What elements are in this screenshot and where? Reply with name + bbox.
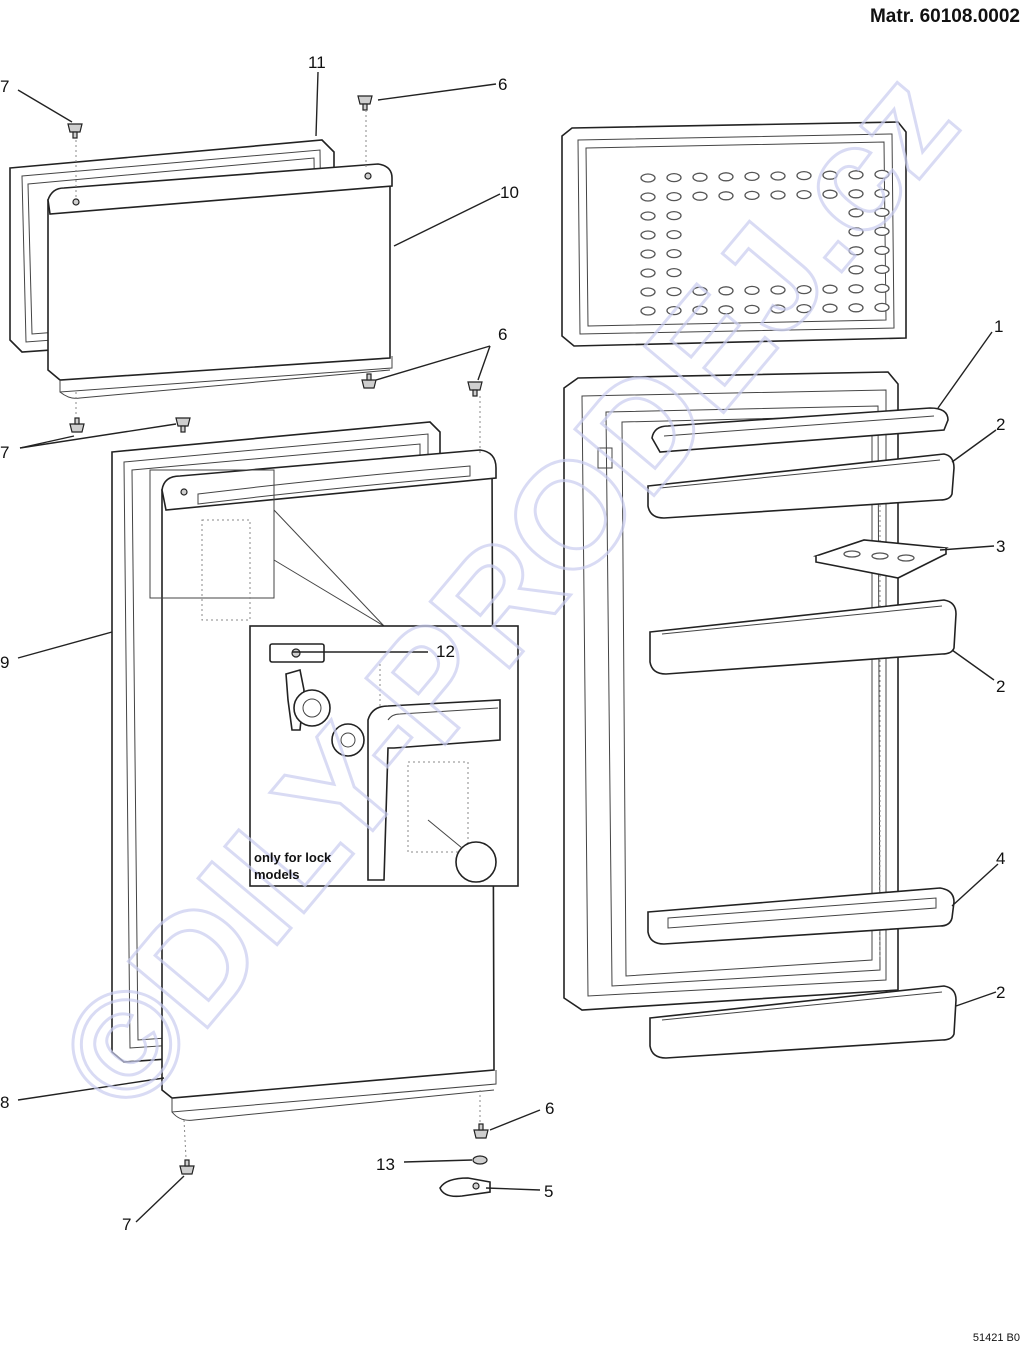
vent-hole [744, 304, 760, 315]
callout-3: 3 [996, 537, 1005, 556]
vent-hole [666, 248, 682, 259]
vent-hole [744, 190, 760, 201]
vent-hole [848, 227, 864, 237]
vent-hole [770, 304, 786, 314]
door-shelf-middle [649, 599, 957, 675]
vent-hole [692, 305, 708, 315]
top-dairy-shelf [651, 407, 949, 453]
vent-hole [640, 192, 656, 202]
vent-hole [874, 283, 890, 294]
vent-hole [666, 191, 682, 202]
vent-hole [692, 191, 708, 201]
vent-hole [718, 286, 734, 296]
vent-hole [718, 172, 734, 182]
drawing-reference: 51421 B0 [972, 1332, 1020, 1344]
egg-tray [812, 539, 949, 579]
vent-hole [744, 171, 760, 182]
lock-models-note: only for lock [254, 850, 332, 865]
callout-labels: 7 11 6 10 6 7 9 12 8 6 13 5 7 1 2 3 2 4 … [0, 53, 1005, 1234]
vent-hole [874, 245, 890, 256]
callout-2: 2 [996, 983, 1005, 1002]
screws [67, 95, 489, 1175]
vent-hole [692, 286, 708, 296]
callout-7: 7 [0, 443, 9, 462]
vent-hole [640, 306, 656, 316]
vent-hole [770, 190, 786, 200]
vent-hole [848, 284, 864, 294]
vent-hole [848, 303, 864, 313]
vent-hole [848, 265, 864, 275]
vent-hole [692, 172, 708, 182]
door-shelf-lower [649, 985, 957, 1059]
callout-1: 1 [994, 317, 1003, 336]
vent-hole [822, 189, 838, 199]
leader-lines [17, 71, 999, 1223]
callout-11: 11 [308, 53, 326, 72]
callout-9: 9 [0, 653, 9, 672]
vent-hole [874, 188, 890, 199]
callout-7: 7 [122, 1215, 131, 1234]
vent-hole [874, 302, 890, 313]
vent-hole [796, 189, 812, 200]
vent-hole [640, 287, 656, 297]
callout-6: 6 [498, 75, 507, 94]
callout-8: 8 [0, 1093, 9, 1112]
callout-6: 6 [545, 1099, 554, 1118]
vent-hole [848, 246, 864, 256]
callout-7: 7 [0, 77, 9, 96]
vent-hole [666, 267, 682, 278]
callout-4: 4 [996, 849, 1005, 868]
vent-hole [848, 170, 864, 180]
callout-6: 6 [498, 325, 507, 344]
lock-detail-inset [249, 625, 519, 887]
vent-hole [770, 171, 786, 181]
vent-hole [718, 305, 734, 315]
vent-hole [822, 284, 838, 294]
vent-hole [796, 170, 812, 181]
vent-hole [822, 303, 838, 313]
vent-hole [640, 211, 656, 221]
vent-hole [796, 303, 812, 314]
vent-hole [848, 208, 864, 218]
bottle-shelf [647, 887, 955, 945]
vent-hole [666, 229, 682, 240]
vent-hole [744, 285, 760, 296]
callout-5: 5 [544, 1182, 553, 1201]
vent-hole [874, 207, 890, 218]
vent-hole [822, 170, 838, 180]
vent-hole [666, 210, 682, 221]
vent-hole [848, 189, 864, 199]
vent-hole [666, 172, 682, 183]
vent-hole [666, 286, 682, 297]
lock-models-note-line2: models [254, 867, 300, 882]
callout-10: 10 [500, 183, 519, 202]
vent-hole [796, 284, 812, 295]
door-shelf-upper [647, 453, 955, 519]
callout-13: 13 [376, 1155, 395, 1174]
vent-hole [874, 264, 890, 275]
diagram-title: Matr. 60108.0002 [869, 6, 1020, 27]
hinge-bushing [472, 1155, 488, 1165]
vent-hole [874, 169, 890, 180]
vent-hole [718, 191, 734, 201]
vent-hole [640, 268, 656, 278]
vent-hole [640, 249, 656, 259]
vent-hole [640, 230, 656, 240]
callout-2: 2 [996, 415, 1005, 434]
vent-hole [640, 173, 656, 183]
freezer-inner-panel [561, 121, 907, 347]
freezer-door [47, 163, 393, 399]
vent-hole [874, 226, 890, 237]
fridge-inner-liner [563, 371, 899, 1011]
callout-12: 12 [436, 642, 455, 661]
ventilation-holes [640, 169, 890, 316]
hinge-pin [439, 1177, 491, 1198]
callout-2: 2 [996, 677, 1005, 696]
vent-hole [770, 285, 786, 295]
vent-hole [666, 305, 682, 316]
